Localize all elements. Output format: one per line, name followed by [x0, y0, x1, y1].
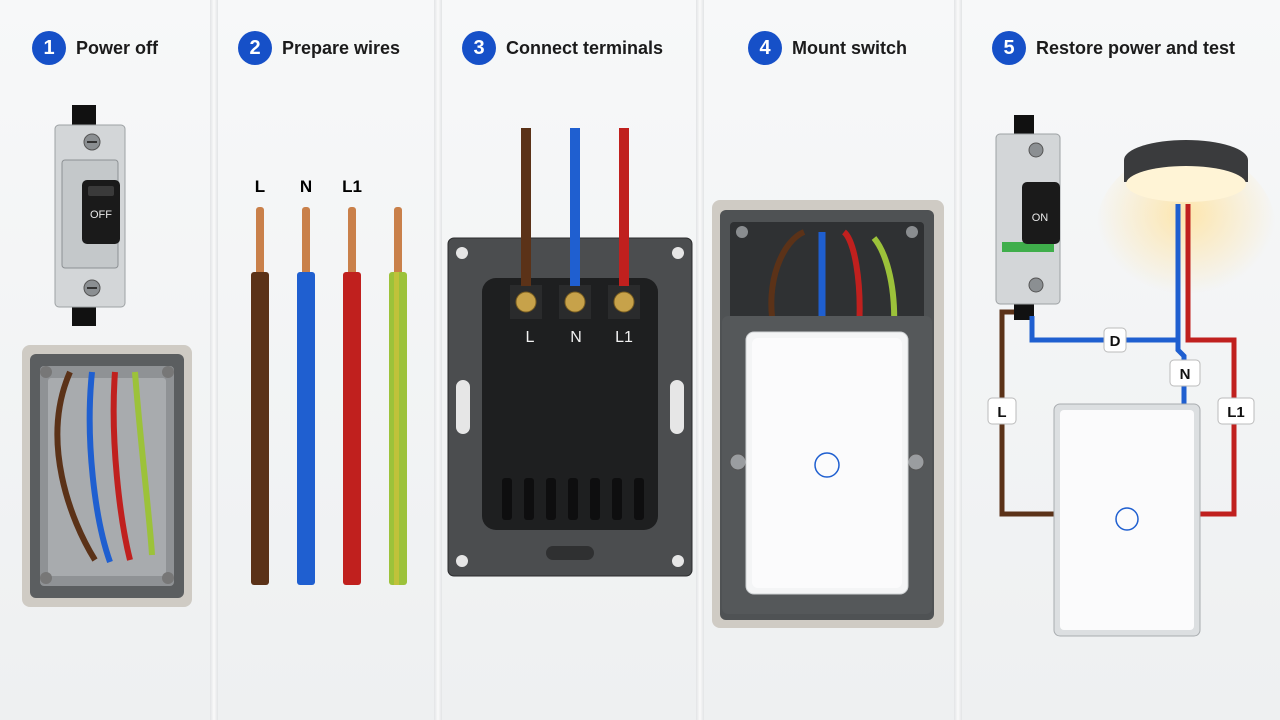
wire-brown [521, 128, 531, 286]
step-1-title: Power off [76, 37, 159, 58]
step-3-panel: 3 Connect terminals [442, 0, 698, 720]
panel-divider [210, 0, 218, 720]
panel-divider [954, 0, 962, 720]
svg-text:L: L [997, 404, 1006, 421]
touch-button-icon[interactable] [814, 452, 840, 478]
step-3-number: 3 [462, 31, 496, 65]
step-2-header: 2 Prepare wires [238, 30, 400, 66]
panel-divider [434, 0, 442, 720]
breaker-off-label: OFF [90, 209, 112, 221]
wire-blue [297, 207, 315, 585]
wire-label-n: N [300, 177, 312, 196]
svg-text:L1: L1 [1227, 404, 1245, 421]
step-4-panel: 4 Mount switch [704, 0, 956, 720]
wire-blue [570, 128, 580, 286]
circuit-label-neutral: N [1169, 359, 1201, 387]
step-2-title: Prepare wires [282, 37, 401, 58]
wire-label-l: L [255, 177, 265, 196]
svg-text:N: N [1180, 366, 1191, 383]
step-1-panel: 1 Power off OFF [0, 0, 212, 720]
mount-switch-illustration [712, 200, 944, 628]
terminal-block [510, 285, 640, 319]
switch-faceplate [745, 331, 909, 595]
switch-back-plate [447, 237, 693, 577]
step-1-number: 1 [32, 31, 66, 65]
breaker-on-label: ON [1032, 212, 1049, 224]
step-4-number: 4 [748, 31, 782, 65]
circuit-label-live: L [987, 397, 1017, 425]
circuit-label-load: L1 [1217, 397, 1255, 425]
wire-brown [251, 207, 269, 585]
panel-divider [696, 0, 704, 720]
installed-switch [1053, 403, 1201, 637]
terminal-label-l1: L1 [615, 329, 633, 346]
step-1-header: 1 Power off [32, 30, 158, 66]
terminal-label-n: N [570, 329, 582, 346]
step-2-panel: 2 Prepare wires L N L1 [218, 0, 436, 720]
wire-green-yellow [389, 207, 407, 585]
step-4-title: Mount switch [792, 37, 907, 58]
step-5-title: Restore power and test [1036, 37, 1236, 58]
wire-label-l1: L1 [342, 177, 362, 196]
restore-power-illustration: ON D N L L1 [987, 115, 1276, 637]
step-5-header: 5 Restore power and test [992, 30, 1235, 66]
step-3-title: Connect terminals [506, 37, 664, 58]
circuit-breaker-off: OFF [54, 105, 126, 326]
wire-red [343, 207, 361, 585]
wall-box-open [22, 345, 192, 607]
circuit-breaker-on: ON [995, 115, 1061, 320]
step-4-header: 4 Mount switch [748, 30, 907, 66]
step-2-number: 2 [238, 31, 272, 65]
circuit-label-top: D [1103, 327, 1127, 353]
prepare-wires-illustration: L N L1 [251, 177, 407, 585]
svg-text:D: D [1110, 333, 1121, 350]
touch-button-icon[interactable] [1115, 507, 1139, 531]
wire-red [619, 128, 629, 286]
step-5-panel: 5 Restore power and test ON [962, 0, 1280, 720]
step-5-number: 5 [992, 31, 1026, 65]
power-off-illustration: OFF [22, 105, 192, 607]
step-3-header: 3 Connect terminals [462, 30, 663, 66]
terminal-label-l: L [526, 329, 535, 346]
connect-terminals-illustration: L N L1 [447, 128, 693, 577]
